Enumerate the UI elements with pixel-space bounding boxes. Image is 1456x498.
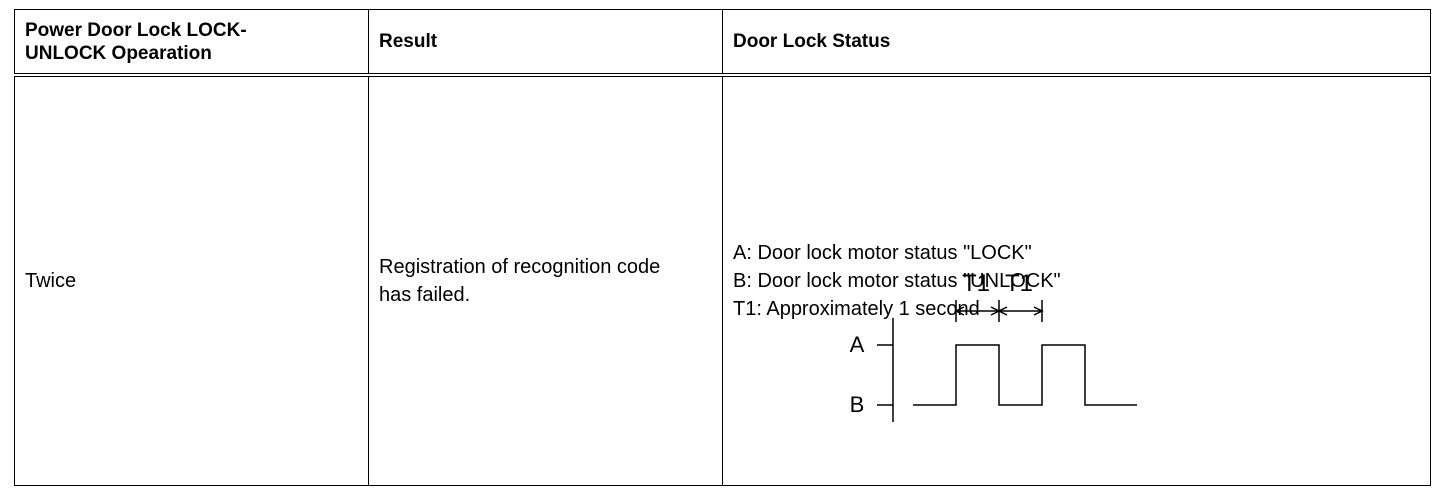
legend-a: A: Door lock motor status "LOCK" [733,242,1032,264]
result-line1: Registration of recognition code [379,256,661,278]
header-operation-line2: UNLOCK Opearation [25,42,212,64]
legend-b: B: Door lock motor status "UNLOCK" [733,270,1061,292]
t1-dimension-marks [954,300,1044,322]
header-operation-line1: Power Door Lock LOCK- [25,19,247,41]
state-a-label: A [850,332,865,357]
table-row: Twice Registration of recognition code h… [14,74,1431,486]
result-line2: has failed. [379,284,471,306]
header-result: Result [368,9,723,77]
header-status: Door Lock Status [722,9,1431,77]
header-row: Power Door Lock LOCK- UNLOCK Opearation … [14,9,1431,77]
header-operation: Power Door Lock LOCK- UNLOCK Opearation [14,9,369,77]
state-b-label: B [850,392,865,417]
timing-diagram: T1 T1 A B [850,270,1137,422]
cell-result: Registration of recognition code has fai… [368,74,723,486]
door-lock-table: Power Door Lock LOCK- UNLOCK Opearation … [14,9,1431,486]
t1-label-left: T1 [962,270,990,297]
lock-waveform [913,344,1137,406]
cell-operation: Twice [14,74,369,486]
timing-axis [877,318,894,422]
t1-label-right: T1 [1005,270,1033,297]
cell-status: A: Door lock motor status "LOCK" B: Door… [722,74,1431,486]
legend-t1: T1: Approximately 1 second [733,298,980,320]
